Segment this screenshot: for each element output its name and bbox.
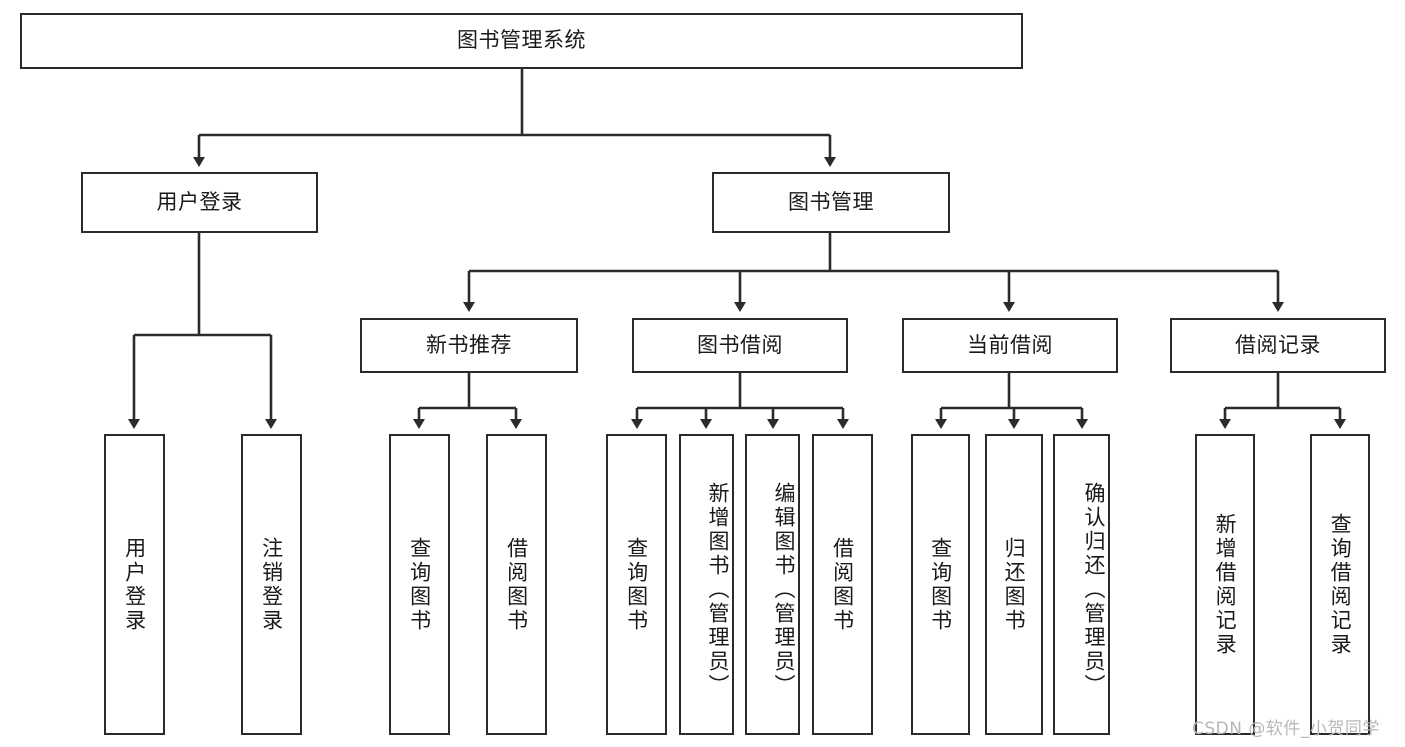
leaf-query-book-3[interactable]: 查询图书 bbox=[911, 434, 970, 735]
node-borrow-record-label: 借阅记录 bbox=[1235, 332, 1321, 357]
leaf-add-book-admin[interactable]: 新增图书（管理员） bbox=[679, 434, 734, 735]
node-user-login[interactable]: 用户登录 bbox=[81, 172, 318, 233]
leaf-logout[interactable]: 注销登录 bbox=[241, 434, 302, 735]
node-new-book-recommend[interactable]: 新书推荐 bbox=[360, 318, 578, 373]
leaf-borrow-book-1[interactable]: 借阅图书 bbox=[486, 434, 547, 735]
leaf-query-book-2[interactable]: 查询图书 bbox=[606, 434, 667, 735]
leaf-query-borrow-record-label: 查询借阅记录 bbox=[1328, 512, 1353, 657]
leaf-borrow-book-1-label: 借阅图书 bbox=[504, 536, 529, 633]
node-current-borrow-label: 当前借阅 bbox=[967, 332, 1053, 357]
leaf-query-book-3-label: 查询图书 bbox=[928, 536, 953, 633]
node-root[interactable]: 图书管理系统 bbox=[20, 13, 1023, 69]
leaf-borrow-book-2[interactable]: 借阅图书 bbox=[812, 434, 873, 735]
leaf-query-borrow-record[interactable]: 查询借阅记录 bbox=[1310, 434, 1370, 735]
leaf-return-book-label: 归还图书 bbox=[1002, 536, 1027, 633]
leaf-user-login[interactable]: 用户登录 bbox=[104, 434, 165, 735]
node-new-book-recommend-label: 新书推荐 bbox=[426, 332, 512, 357]
node-book-management[interactable]: 图书管理 bbox=[712, 172, 950, 233]
leaf-return-book[interactable]: 归还图书 bbox=[985, 434, 1043, 735]
leaf-add-borrow-record-label: 新增借阅记录 bbox=[1213, 512, 1238, 657]
leaf-edit-book-admin-label: 编辑图书（管理员） bbox=[772, 481, 796, 698]
leaf-edit-book-admin[interactable]: 编辑图书（管理员） bbox=[745, 434, 800, 735]
leaf-query-book-1-label: 查询图书 bbox=[407, 536, 432, 633]
node-borrow-record[interactable]: 借阅记录 bbox=[1170, 318, 1386, 373]
leaf-confirm-return-admin[interactable]: 确认归还（管理员） bbox=[1053, 434, 1110, 735]
leaf-query-book-2-label: 查询图书 bbox=[624, 536, 649, 633]
node-user-login-label: 用户登录 bbox=[156, 189, 243, 214]
leaf-add-book-admin-label: 新增图书（管理员） bbox=[706, 481, 730, 698]
leaf-confirm-return-admin-label: 确认归还（管理员） bbox=[1082, 481, 1106, 698]
node-book-borrow-label: 图书借阅 bbox=[697, 332, 783, 357]
node-current-borrow[interactable]: 当前借阅 bbox=[902, 318, 1118, 373]
leaf-borrow-book-2-label: 借阅图书 bbox=[830, 536, 855, 633]
csdn-watermark: CSDN @软件_小贺同学 bbox=[1192, 719, 1380, 739]
leaf-logout-label: 注销登录 bbox=[259, 536, 284, 633]
node-book-borrow[interactable]: 图书借阅 bbox=[632, 318, 848, 373]
leaf-query-book-1[interactable]: 查询图书 bbox=[389, 434, 450, 735]
node-root-label: 图书管理系统 bbox=[457, 28, 586, 53]
leaf-user-login-label: 用户登录 bbox=[122, 536, 147, 633]
leaf-add-borrow-record[interactable]: 新增借阅记录 bbox=[1195, 434, 1255, 735]
node-book-management-label: 图书管理 bbox=[788, 189, 874, 214]
